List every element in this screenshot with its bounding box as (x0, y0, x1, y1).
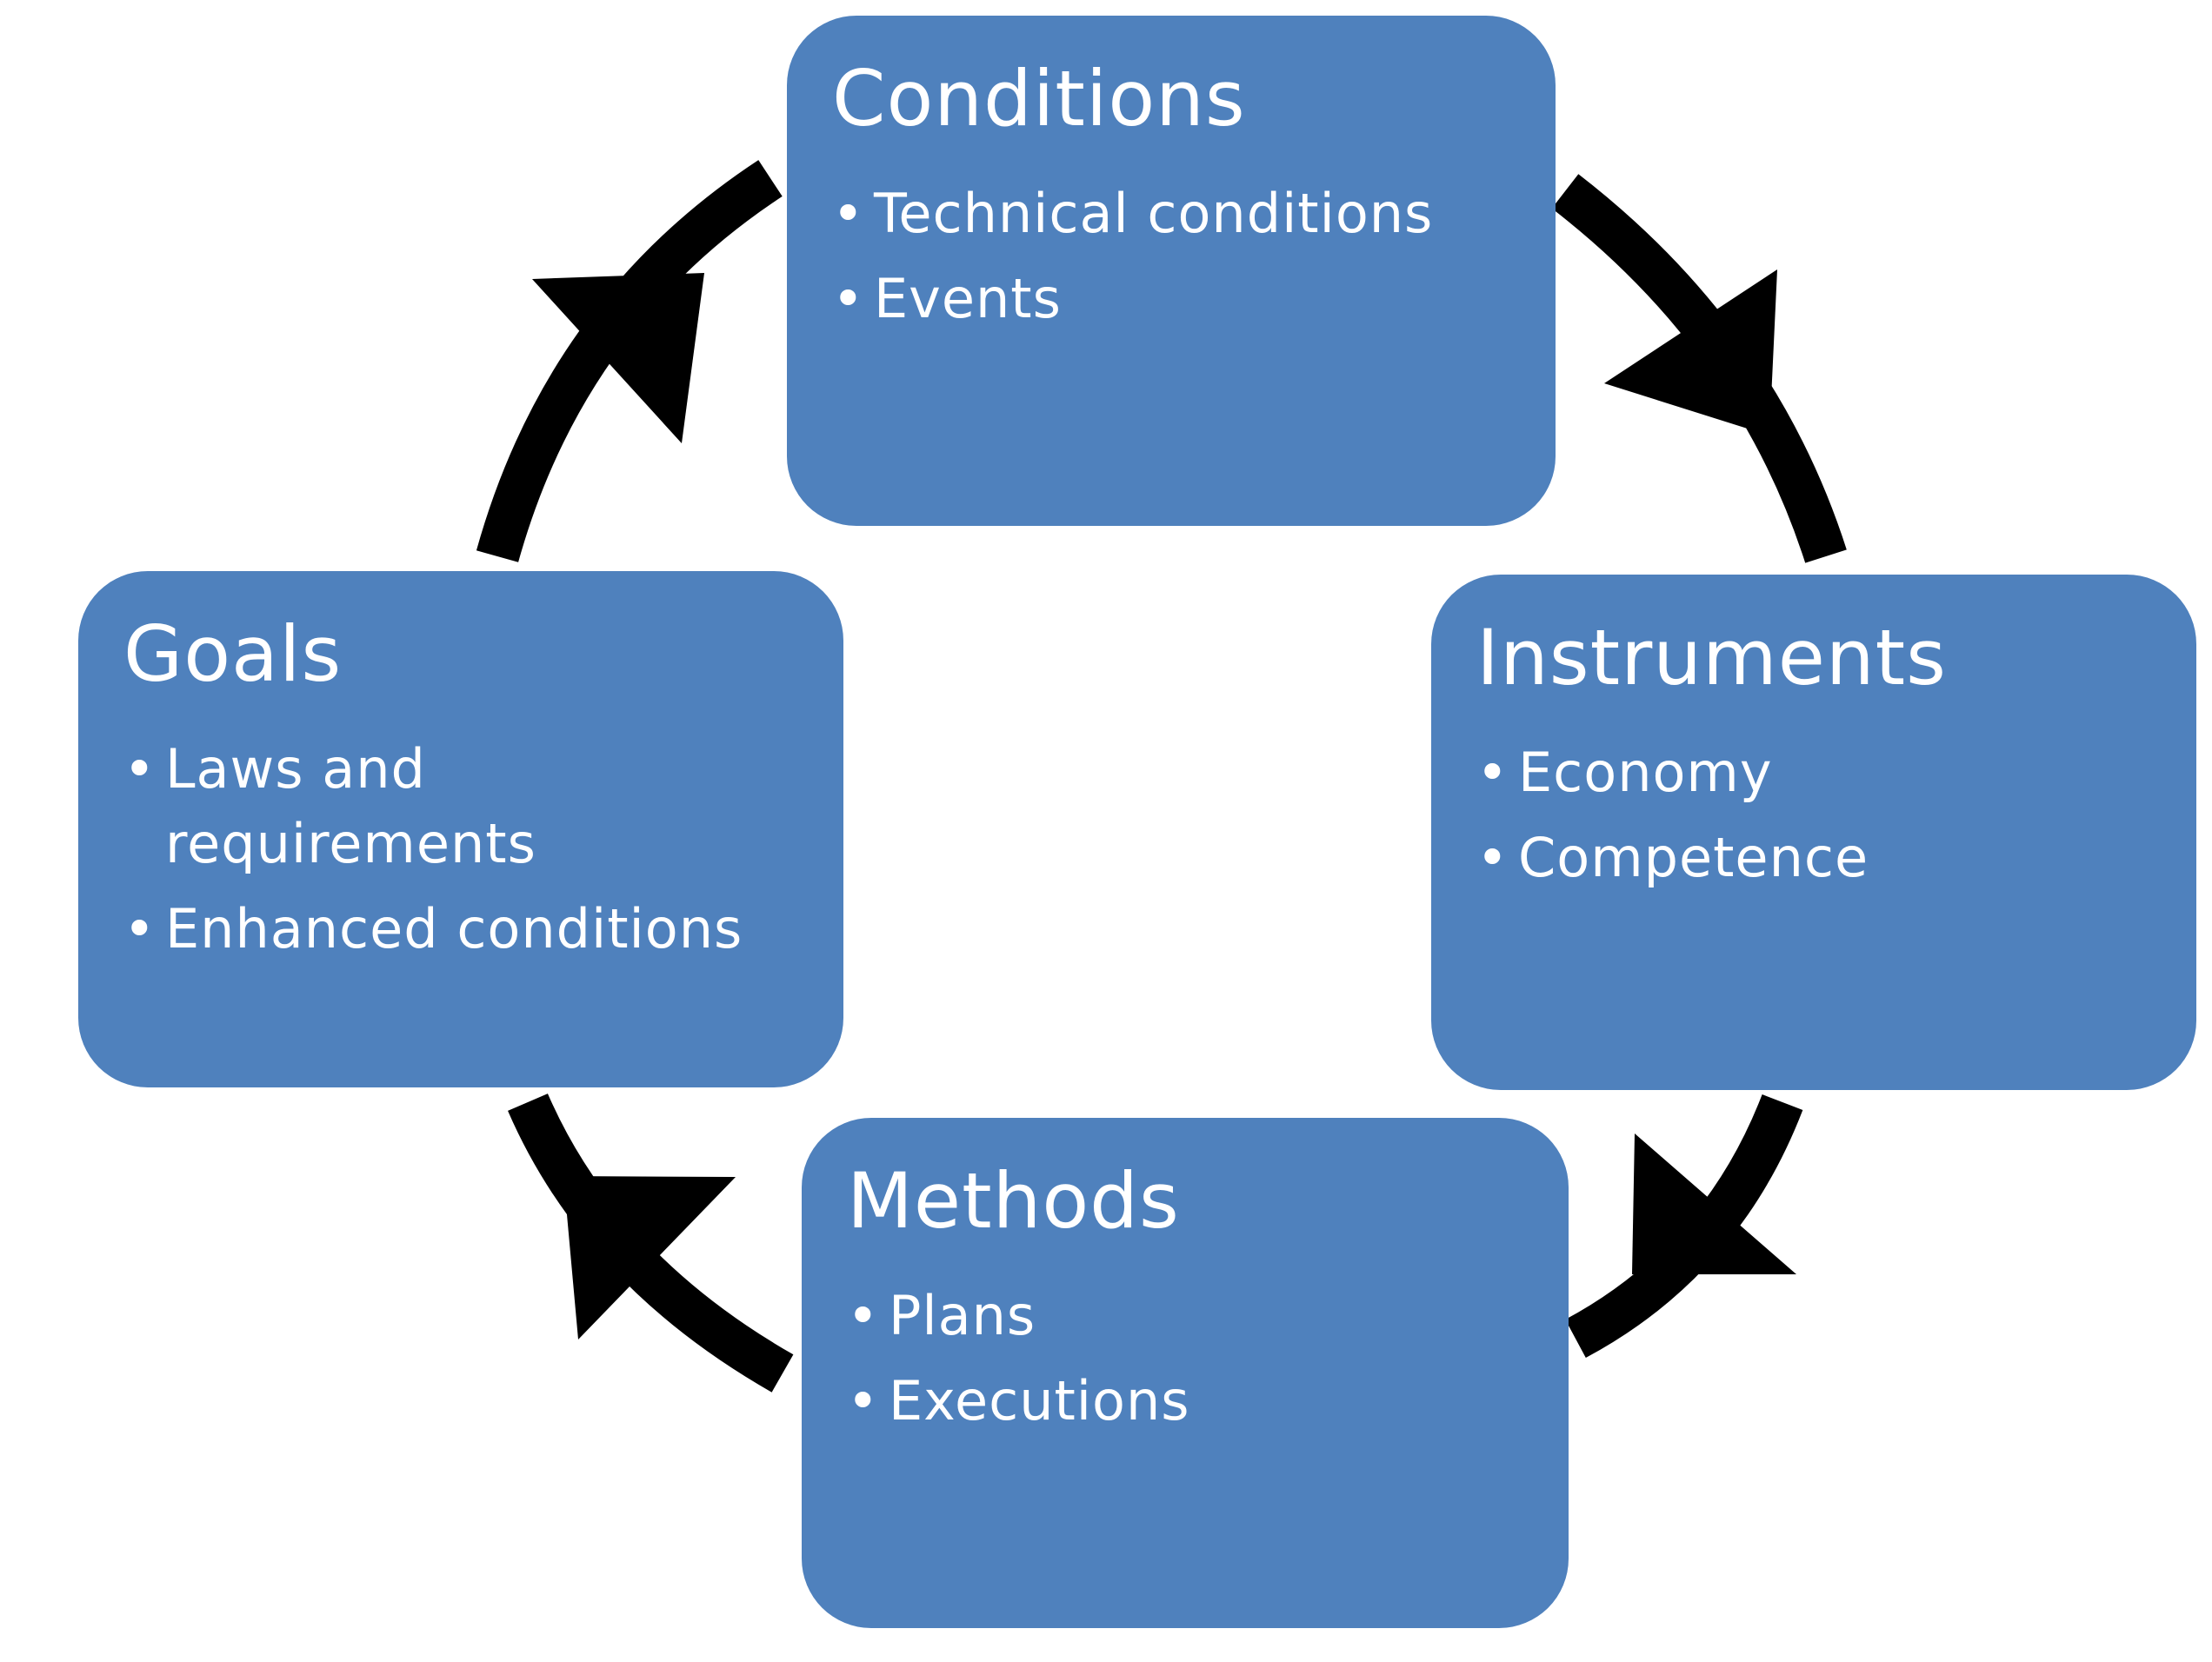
arrowhead-conditions-to-instruments (1604, 269, 1777, 435)
arrowhead-methods-to-goals (563, 1176, 736, 1340)
list-item: •Events (832, 262, 1514, 336)
list-item: •Plans (847, 1279, 1527, 1353)
list-item: •Laws and requirements (123, 732, 802, 881)
bullet-icon: • (832, 266, 865, 330)
goals-list: •Laws and requirements •Enhanced conditi… (123, 732, 802, 967)
methods-box: Methods •Plans •Executions (802, 1118, 1569, 1628)
methods-list: •Plans •Executions (847, 1279, 1527, 1439)
bullet-icon: • (847, 1368, 880, 1433)
bullet-icon: • (1476, 825, 1509, 889)
list-item: •Competence (1476, 821, 2155, 895)
arrowhead-instruments-to-methods (1632, 1133, 1796, 1274)
bullet-icon: • (847, 1283, 880, 1347)
conditions-box: Conditions •Technical conditions •Events (787, 16, 1556, 526)
list-item: •Enhanced conditions (123, 892, 802, 967)
bullet-icon: • (123, 896, 157, 961)
bullet-icon: • (123, 736, 157, 801)
arrowhead-goals-to-conditions (532, 273, 704, 443)
goals-title: Goals (123, 609, 343, 699)
instruments-title: Instruments (1476, 613, 1948, 702)
goals-box: Goals •Laws and requirements •Enhanced c… (78, 571, 843, 1087)
list-item: •Technical conditions (832, 176, 1514, 251)
instruments-list: •Economy •Competence (1476, 735, 2155, 895)
instruments-box: Instruments •Economy •Competence (1431, 575, 2196, 1090)
conditions-title: Conditions (832, 54, 1246, 143)
bullet-icon: • (1476, 740, 1509, 804)
conditions-list: •Technical conditions •Events (832, 176, 1514, 336)
list-item: •Economy (1476, 735, 2155, 810)
methods-title: Methods (847, 1156, 1180, 1246)
list-item: •Executions (847, 1364, 1527, 1439)
bullet-icon: • (832, 181, 865, 245)
